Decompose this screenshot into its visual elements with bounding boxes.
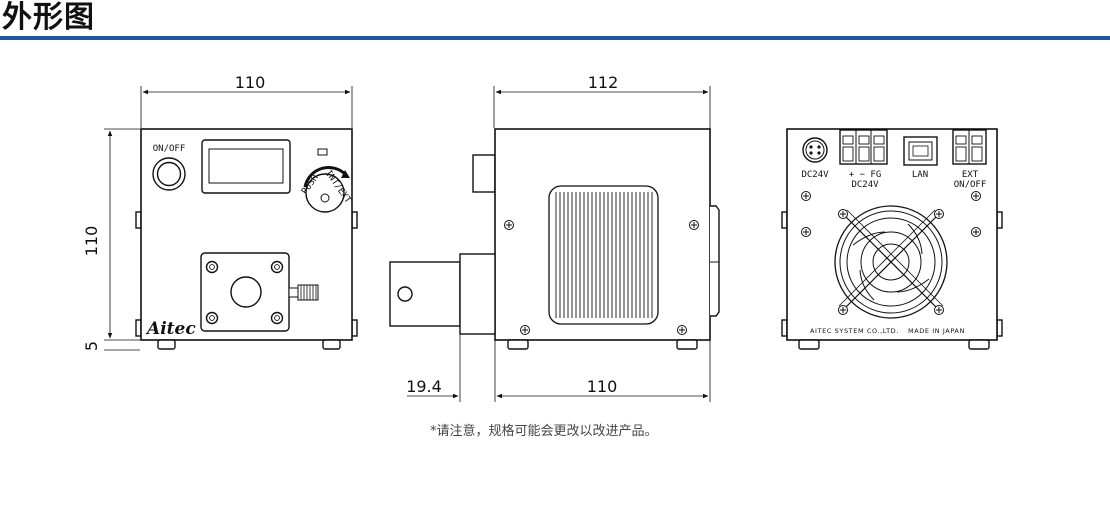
side-view-text: 112 19.4 110 xyxy=(406,73,618,396)
origin-text: MADE IN JAPAN xyxy=(908,327,965,335)
power-switch-label: ON/OFF xyxy=(153,144,186,154)
terminal-label: + − FG xyxy=(849,170,882,180)
front-foot-dim: 5 xyxy=(82,341,101,351)
rear-view xyxy=(781,128,1003,350)
maker-text: AITEC SYSTEM CO.,LTD. xyxy=(810,327,899,335)
front-view xyxy=(104,86,358,351)
rear-view-text: DC24V + − FG DC24V LAN EXT ON/OFF AITEC … xyxy=(801,170,986,335)
aitec-logo: Aitec xyxy=(145,319,196,339)
lan-label: LAN xyxy=(912,170,928,180)
side-protrusion-dim: 19.4 xyxy=(406,377,442,396)
side-total-width-dim: 112 xyxy=(588,73,619,92)
side-view xyxy=(389,86,720,402)
title-rule xyxy=(0,36,1110,40)
ext-sub-label: ON/OFF xyxy=(954,180,987,190)
front-width-dim: 110 xyxy=(235,73,266,92)
side-body-width-dim: 110 xyxy=(587,377,618,396)
front-height-dim: 110 xyxy=(82,226,101,257)
terminal-sub-label: DC24V xyxy=(851,180,879,190)
footnote: *请注意，规格可能会更改以改进产品。 xyxy=(430,424,658,439)
dc-input-label: DC24V xyxy=(801,170,829,180)
ext-label: EXT xyxy=(962,170,979,180)
page-title: 外形图 xyxy=(2,0,95,35)
